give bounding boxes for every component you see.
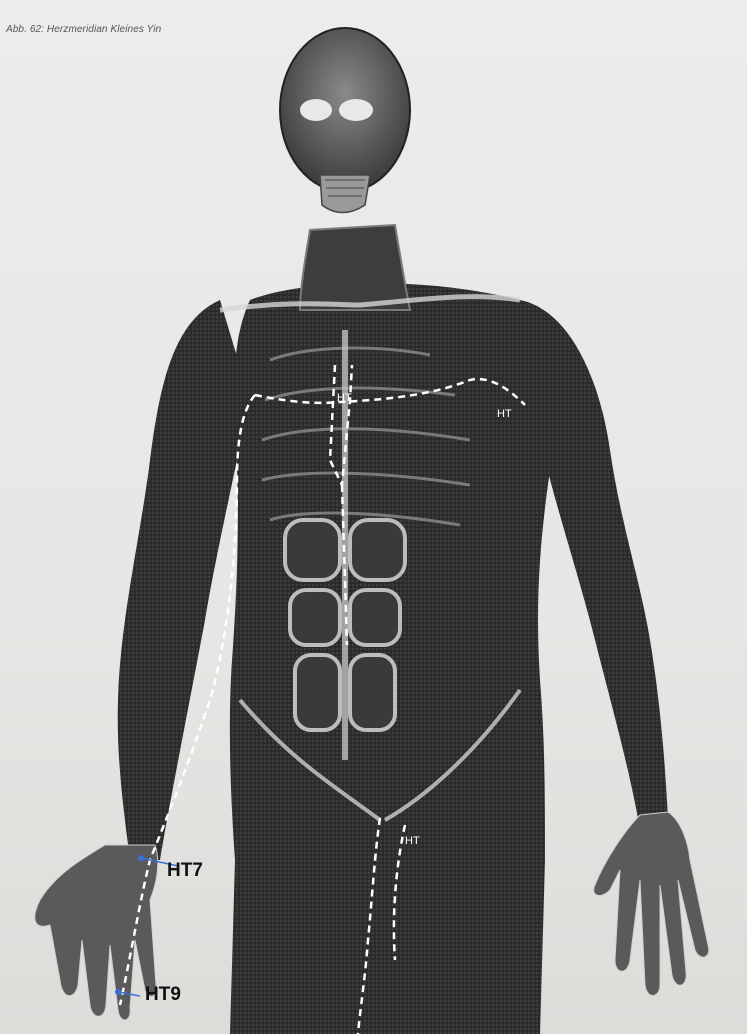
ht7-point [138, 855, 144, 861]
ht9-point [115, 989, 121, 995]
acupoint-label-ht7: HT7 [167, 860, 203, 882]
meridian-label-chest: HT [337, 392, 352, 404]
meridian-label-thigh: HT [405, 835, 420, 847]
meridian-label-shoulder: HT [497, 408, 512, 420]
neck-silhouette [300, 225, 410, 310]
right-hand-silhouette [35, 845, 158, 1020]
acupoint-label-ht9: HT9 [145, 984, 181, 1006]
skull [280, 28, 410, 213]
left-hand-silhouette [594, 812, 709, 996]
